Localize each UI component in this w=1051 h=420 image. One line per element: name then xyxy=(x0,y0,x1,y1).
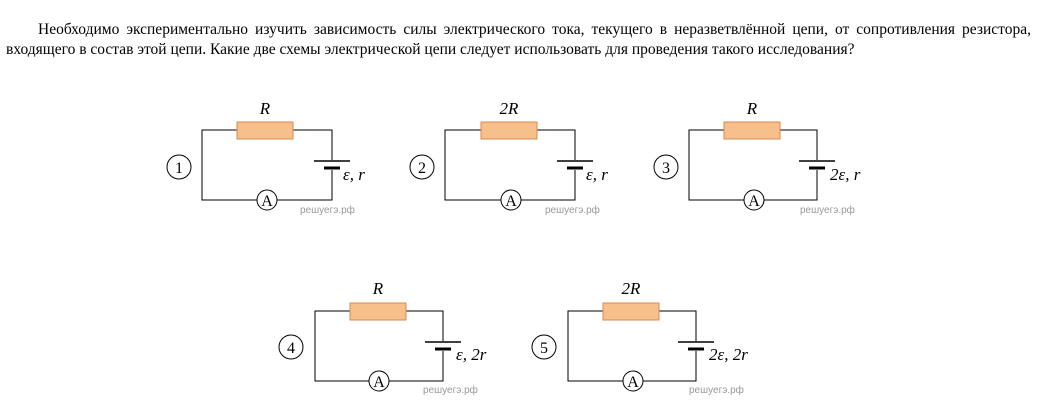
source-label: 2ε, r xyxy=(830,165,861,184)
battery xyxy=(314,160,350,170)
circuit-number: 5 xyxy=(540,340,548,357)
circuit-number: 2 xyxy=(418,160,426,177)
circuit-2: 2 2R ε, r A решуегэ.рф xyxy=(409,99,608,216)
resistor xyxy=(602,302,660,321)
circuit-4: 4 R ε, 2r A решуегэ.рф xyxy=(278,279,487,396)
circuit-number: 4 xyxy=(287,340,295,357)
watermark: решуегэ.рф xyxy=(689,384,744,396)
resistor xyxy=(236,121,294,140)
ammeter: A xyxy=(256,189,278,211)
circuit-number: 3 xyxy=(662,160,670,177)
source-label: ε, r xyxy=(343,165,365,184)
ammeter: A xyxy=(622,370,644,392)
resistor xyxy=(723,121,781,140)
ammeter-label: A xyxy=(373,374,385,391)
question-text: Необходимо экспериментально изучить зави… xyxy=(6,20,1031,58)
ammeter-label: A xyxy=(505,193,517,210)
circuit-wire xyxy=(688,129,818,201)
source-label: ε, r xyxy=(586,165,608,184)
battery xyxy=(557,160,593,170)
ammeter-label: A xyxy=(748,193,760,210)
ammeter-label: A xyxy=(627,374,639,391)
ammeter: A xyxy=(743,189,765,211)
circuit-number-badge: 1 xyxy=(166,154,192,180)
ammeter: A xyxy=(368,370,390,392)
battery xyxy=(799,160,835,170)
battery xyxy=(678,341,714,351)
resistor xyxy=(349,302,407,321)
resistor-label: 2R xyxy=(500,99,520,118)
resistor-label: R xyxy=(746,99,758,118)
circuit-5: 5 2R 2ε, 2r A решуегэ.рф xyxy=(531,279,748,396)
resistor xyxy=(480,121,538,140)
circuit-number-badge: 2 xyxy=(409,154,435,180)
circuit-wire xyxy=(444,129,576,201)
circuit-number-badge: 5 xyxy=(531,334,557,360)
ammeter-label: A xyxy=(261,193,273,210)
watermark: решуегэ.рф xyxy=(545,204,600,216)
battery xyxy=(425,341,461,351)
ammeter: A xyxy=(500,189,522,211)
circuit-number-badge: 3 xyxy=(653,154,679,180)
circuit-number: 1 xyxy=(175,160,183,177)
resistor-label: 2R xyxy=(622,279,642,298)
watermark: решуегэ.рф xyxy=(300,204,355,216)
circuit-1: 1 R ε, r A решуегэ.рф xyxy=(166,99,365,216)
watermark: решуегэ.рф xyxy=(423,384,478,396)
resistor-label: R xyxy=(259,99,271,118)
circuit-3: 3 R 2ε, r A решуегэ.рф xyxy=(653,99,861,216)
source-label: ε, 2r xyxy=(456,345,487,364)
resistor-label: R xyxy=(372,279,384,298)
circuit-wire xyxy=(567,310,697,382)
watermark: решуегэ.рф xyxy=(800,204,855,216)
source-label: 2ε, 2r xyxy=(709,345,748,364)
circuit-number-badge: 4 xyxy=(278,334,304,360)
